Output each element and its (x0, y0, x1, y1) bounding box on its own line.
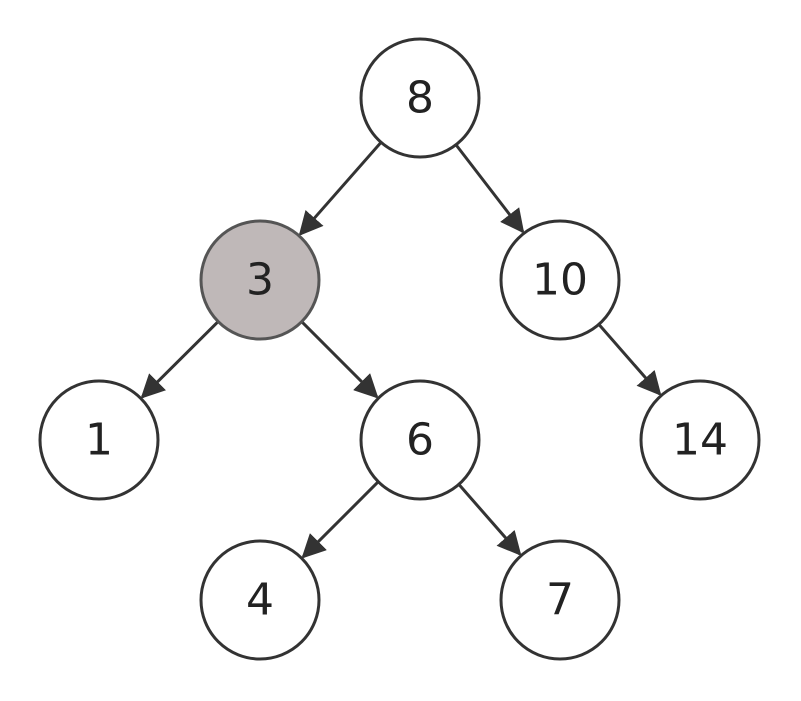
tree-node-7: 7 (499, 539, 621, 661)
edge-3-to-6 (300, 320, 379, 399)
node-label: 7 (546, 575, 574, 626)
edge-10-to-14 (597, 323, 662, 396)
edges-layer (140, 141, 662, 559)
node-label: 14 (672, 415, 728, 466)
tree-node-4: 4 (199, 539, 321, 661)
node-label: 10 (532, 255, 588, 306)
node-label: 1 (85, 415, 113, 466)
node-circle-highlighted (199, 219, 321, 341)
node-circle (199, 539, 321, 661)
tree-node-8: 8 (359, 37, 481, 159)
tree-node-6: 6 (359, 379, 481, 501)
edge-3-to-1 (140, 320, 220, 399)
node-label: 8 (406, 73, 434, 124)
tree-node-10: 10 (499, 219, 621, 341)
node-circle (359, 37, 481, 159)
node-label: 4 (246, 575, 274, 626)
node-circle (499, 539, 621, 661)
edge-6-to-7 (457, 483, 522, 556)
node-circle (499, 219, 621, 341)
nodes-layer: 8 3 10 1 6 14 4 7 (38, 37, 761, 661)
node-circle (359, 379, 481, 501)
node-label: 3 (246, 255, 274, 306)
tree-node-14: 14 (639, 379, 761, 501)
node-circle (639, 379, 761, 501)
tree-node-3: 3 (199, 219, 321, 341)
node-label: 6 (406, 415, 434, 466)
edge-8-to-10 (454, 143, 525, 234)
edge-8-to-3 (298, 141, 383, 236)
node-circle (38, 379, 160, 501)
tree-node-1: 1 (38, 379, 160, 501)
edge-6-to-4 (301, 480, 380, 559)
